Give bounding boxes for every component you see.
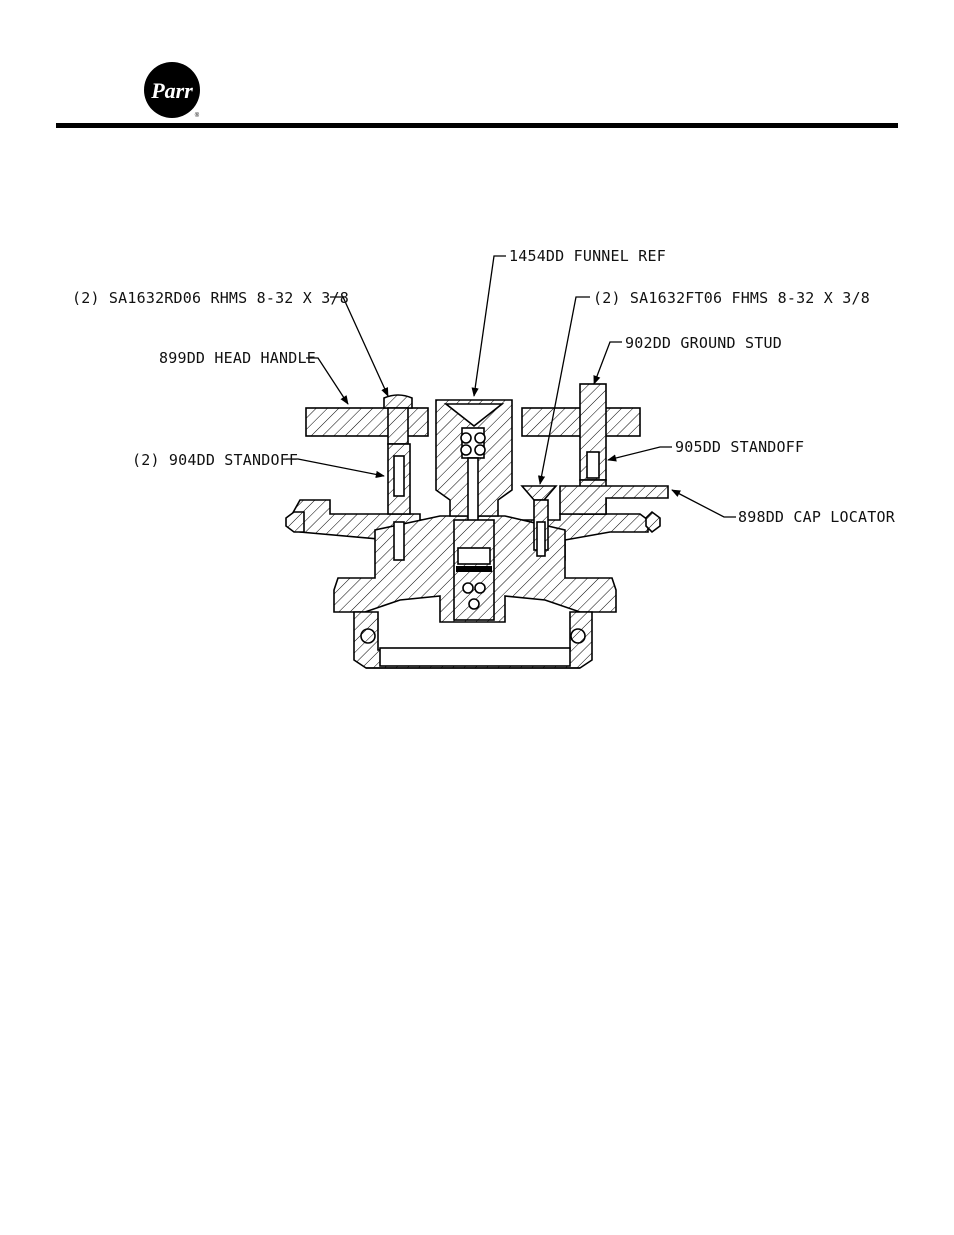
callout-rhms-screw-label: (2) SA1632RD06 RHMS 8-32 X 3/8 xyxy=(72,289,349,307)
callout-head-handle-label: 899DD HEAD HANDLE xyxy=(159,349,316,367)
callout-fhms-screw-label: (2) SA1632FT06 FHMS 8-32 X 3/8 xyxy=(593,289,870,307)
callout-ground-stud-label: 902DD GROUND STUD xyxy=(625,334,782,352)
callout-cap-locator-label: 898DD CAP LOCATOR xyxy=(738,508,896,526)
callout-standoff-905-label: 905DD STANDOFF xyxy=(675,438,804,456)
callout-funnel-label: 1454DD FUNNEL REF xyxy=(509,247,666,265)
callout-standoff-904-label: (2) 904DD STANDOFF xyxy=(132,451,298,469)
